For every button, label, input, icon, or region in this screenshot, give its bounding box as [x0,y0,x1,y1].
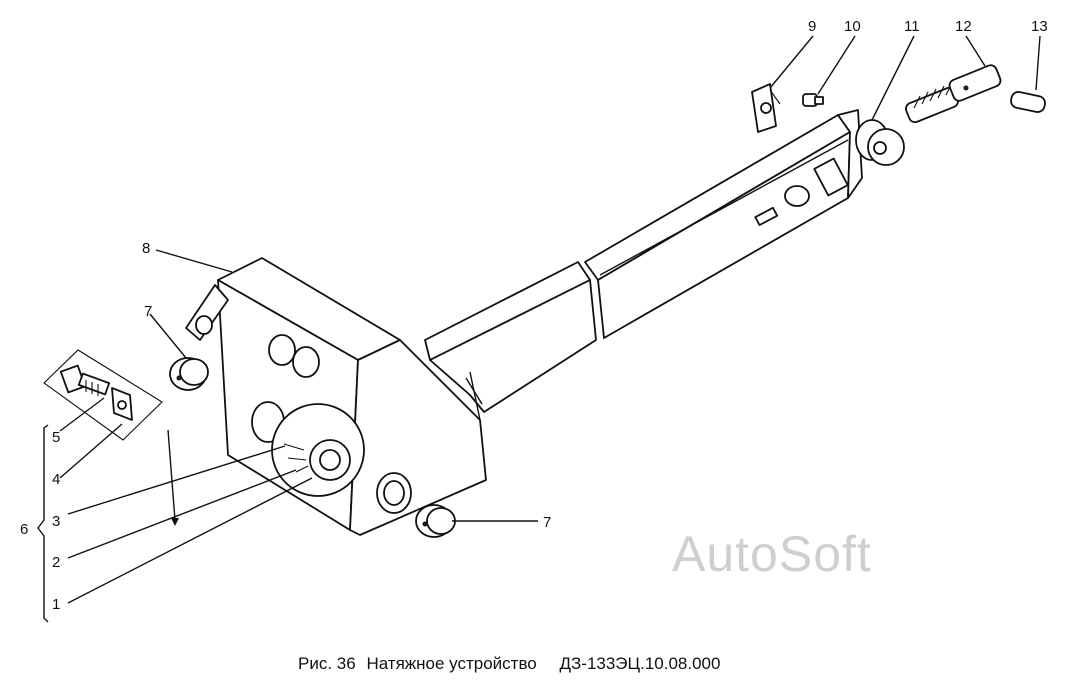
caption-title: Натяжное устройство [366,654,536,673]
guide-rail-rear [584,109,863,339]
callout-3: 3 [52,513,60,530]
bolt-and-plate [43,349,163,441]
watermark: AutoSoft [672,526,872,582]
callout-7-lower: 7 [543,514,551,531]
callout-9: 9 [808,18,816,35]
callout-5: 5 [52,429,60,446]
leader-lines [37,35,1041,623]
frame-bracket [185,257,487,536]
caption-prefix: Рис. 36 [298,654,356,673]
callout-4: 4 [52,471,60,488]
caption-code: ДЗ-133ЭЦ.10.08.000 [560,654,721,673]
figure-caption: Рис. 36 Натяжное устройство ДЗ-133ЭЦ.10.… [298,654,720,673]
callout-1: 1 [52,596,60,613]
clamp-9 [751,83,781,133]
callout-13: 13 [1031,18,1048,35]
callout-11: 11 [904,18,920,35]
screw-12 [905,64,1002,124]
callout-8: 8 [142,240,150,257]
callout-2: 2 [52,554,60,571]
callout-10: 10 [844,18,861,35]
bush-upper [169,357,209,391]
nut-11 [855,119,905,166]
pin-13 [1010,91,1046,113]
guide-rail-front [424,261,597,421]
callout-7-upper: 7 [144,303,152,320]
callout-6: 6 [20,521,28,538]
bush-lower [415,504,456,538]
sprocket [271,403,365,497]
bolt-10 [802,93,824,107]
callout-12: 12 [955,18,972,35]
callout-labels: 9 10 11 12 13 8 7 7 5 4 3 2 1 6 [20,18,1048,613]
